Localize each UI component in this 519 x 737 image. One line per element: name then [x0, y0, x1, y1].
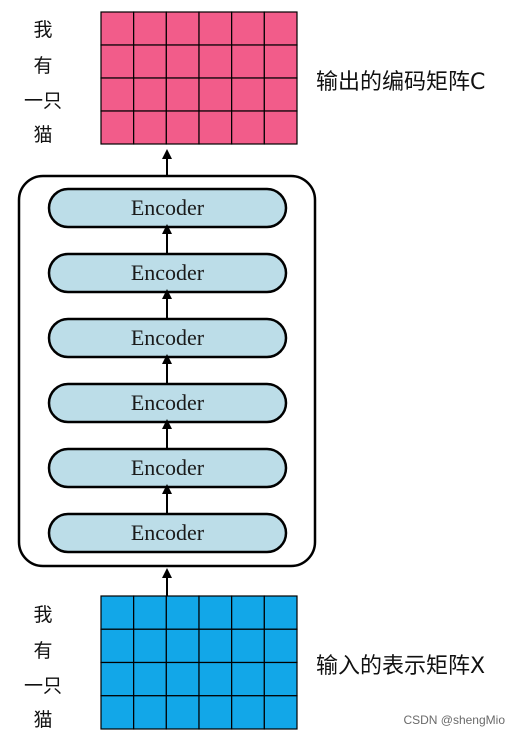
- output-matrix-cell: [100, 110, 135, 145]
- input-matrix-cell: [198, 628, 233, 664]
- output-matrix-cell: [198, 44, 233, 79]
- output-matrix-cell: [231, 11, 265, 46]
- output-matrix-cell: [198, 110, 233, 145]
- input-matrix-cell: [133, 661, 167, 697]
- output-caption: 输出的编码矩阵C: [316, 70, 486, 95]
- output-matrix-cell: [198, 11, 233, 46]
- bottom-token-2: 有: [33, 640, 53, 662]
- top-token-4: 猫: [33, 124, 53, 146]
- encoder-label: Encoder: [131, 325, 205, 350]
- input-caption: 输入的表示矩阵X: [316, 654, 486, 679]
- encoder-label: Encoder: [131, 195, 205, 220]
- input-matrix-cell: [263, 595, 298, 630]
- input-matrix-cell: [133, 628, 167, 664]
- input-matrix-cell: [263, 628, 298, 664]
- input-matrix-cell: [165, 595, 200, 630]
- top-token-2: 有: [33, 55, 53, 77]
- output-matrix-cell: [263, 44, 298, 79]
- input-matrix-cell: [231, 661, 265, 697]
- input-matrix-cell: [198, 595, 233, 630]
- input-matrix-cell: [198, 695, 233, 730]
- output-matrix-cell: [133, 110, 167, 145]
- input-matrix-cell: [165, 661, 200, 697]
- encoder-label: Encoder: [131, 260, 205, 285]
- output-matrix-cell: [263, 77, 298, 112]
- output-matrix-cell: [165, 44, 200, 79]
- input-matrix-cell: [133, 595, 167, 630]
- input-matrix-cell: [263, 661, 298, 697]
- output-matrix-cell: [231, 77, 265, 112]
- input-matrix-cell: [231, 595, 265, 630]
- encoder-label: Encoder: [131, 390, 205, 415]
- input-matrix-cell: [100, 695, 135, 730]
- input-matrix-x: [100, 595, 298, 730]
- output-matrix-cell: [263, 110, 298, 145]
- output-matrix-cell: [165, 77, 200, 112]
- output-matrix-c: [100, 11, 298, 145]
- bottom-token-3: 一只: [23, 675, 62, 697]
- input-matrix-cell: [231, 628, 265, 664]
- input-matrix-cell: [231, 695, 265, 730]
- input-matrix-cell: [198, 661, 233, 697]
- output-matrix-cell: [133, 77, 167, 112]
- output-matrix-cell: [263, 11, 298, 46]
- bottom-token-1: 我: [33, 604, 53, 626]
- output-matrix-cell: [100, 11, 135, 46]
- top-token-3: 一只: [23, 90, 62, 112]
- top-token-1: 我: [33, 19, 53, 41]
- bottom-token-4: 猫: [33, 709, 53, 731]
- output-matrix-cell: [100, 44, 135, 79]
- encoder-label: Encoder: [131, 520, 205, 545]
- input-matrix-cell: [100, 595, 135, 630]
- output-matrix-cell: [231, 44, 265, 79]
- output-matrix-cell: [133, 44, 167, 79]
- input-matrix-cell: [165, 695, 200, 730]
- output-matrix-cell: [165, 110, 200, 145]
- input-matrix-cell: [133, 695, 167, 730]
- output-matrix-cell: [231, 110, 265, 145]
- encoder-blocks: EncoderEncoderEncoderEncoderEncoderEncod…: [47, 187, 288, 554]
- input-matrix-cell: [100, 628, 135, 664]
- input-matrix-cell: [263, 695, 298, 730]
- watermark: CSDN @shengMio: [403, 713, 505, 727]
- input-matrix-cell: [165, 628, 200, 664]
- input-matrix-cell: [100, 661, 135, 697]
- output-matrix-cell: [198, 77, 233, 112]
- encoder-label: Encoder: [131, 455, 205, 480]
- output-matrix-cell: [165, 11, 200, 46]
- output-matrix-cell: [133, 11, 167, 46]
- output-matrix-cell: [100, 77, 135, 112]
